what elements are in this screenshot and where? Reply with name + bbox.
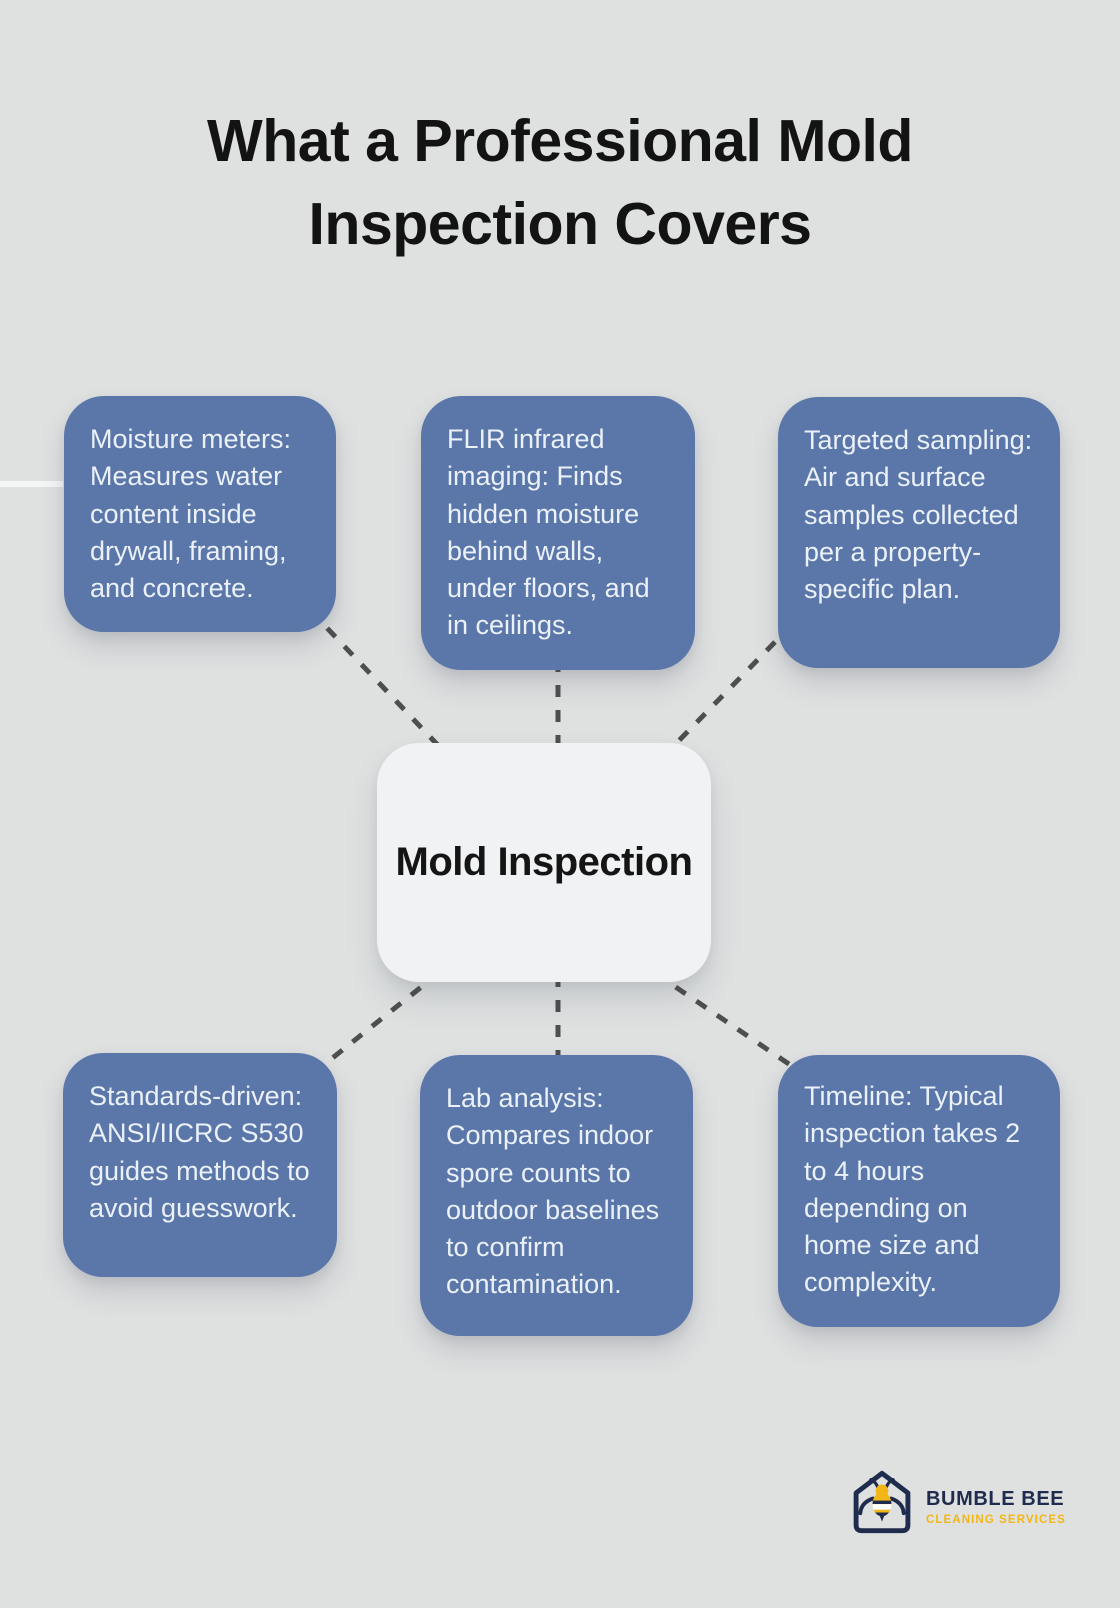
bee-stinger	[879, 1515, 885, 1522]
bee-antenna-right	[884, 1478, 895, 1489]
brand-name: BUMBLE BEE	[926, 1488, 1065, 1510]
bee-antenna-left	[869, 1478, 880, 1489]
center-node-mold-inspection: Mold Inspection	[377, 743, 711, 982]
brand-text: BUMBLE BEE CLEANING SERVICES	[926, 1488, 1066, 1526]
brand-tagline: CLEANING SERVICES	[926, 1514, 1066, 1526]
brand-logo: BUMBLE BEE CLEANING SERVICES	[847, 1466, 1066, 1538]
connector-line-top-right	[658, 640, 777, 762]
connector-line-top-left	[308, 608, 452, 760]
info-card-text: Timeline: Typical inspection takes 2 to …	[804, 1081, 1021, 1298]
info-card-text: Standards-driven: ANSI/IICRC S530 guides…	[89, 1081, 310, 1223]
house-outline	[853, 1470, 911, 1534]
info-card-text: Targeted sampling: Air and surface sampl…	[804, 425, 1033, 604]
center-node-label: Mold Inspection	[395, 840, 693, 884]
info-card-lab-analysis: Lab analysis: Compares indoor spore coun…	[420, 1055, 693, 1336]
page-title-line-2: Inspection Covers	[308, 190, 812, 257]
info-card-moisture-meters: Moisture meters: Measures water content …	[64, 396, 336, 633]
bee-wing-right	[889, 1496, 906, 1516]
connector-line-bottom-right	[653, 970, 807, 1078]
page-title-line-1: What a Professional Mold	[207, 108, 913, 174]
page-title: What a Professional Mold Inspection Cove…	[0, 100, 1120, 265]
info-card-timeline: Timeline: Typical inspection takes 2 to …	[778, 1055, 1060, 1327]
info-card-flir-infrared-imaging: FLIR infrared imaging: Finds hidden mois…	[421, 396, 695, 670]
info-card-text: FLIR infrared imaging: Finds hidden mois…	[447, 424, 650, 641]
info-card-targeted-sampling: Targeted sampling: Air and surface sampl…	[778, 397, 1060, 668]
info-card-standards-driven: Standards-driven: ANSI/IICRC S530 guides…	[63, 1053, 337, 1277]
info-card-text: Lab analysis: Compares indoor spore coun…	[446, 1083, 660, 1300]
bee-wing-left	[858, 1496, 875, 1516]
bee-in-house-icon	[853, 1470, 911, 1534]
info-card-text: Moisture meters: Measures water content …	[90, 424, 292, 603]
connector-line-bottom-left	[313, 970, 442, 1074]
bee-body	[872, 1491, 892, 1517]
left-edge-connector-stub	[0, 481, 63, 487]
